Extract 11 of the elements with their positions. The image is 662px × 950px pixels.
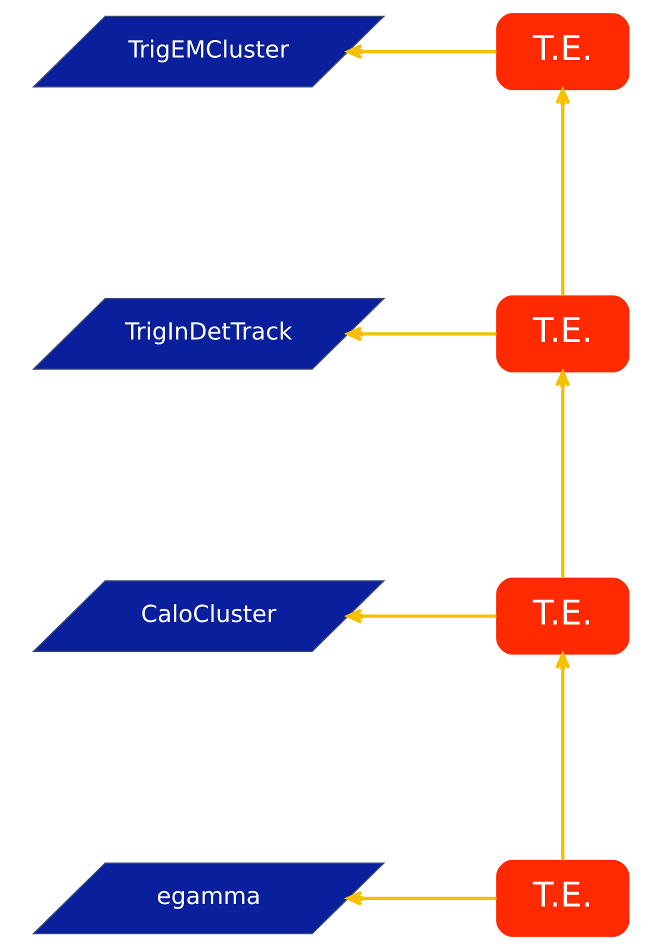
arrow: [346, 890, 496, 906]
arrow: [555, 88, 570, 296]
arrow: [346, 608, 496, 624]
node-box: T.E.: [496, 860, 630, 937]
node-box: T.E.: [496, 295, 630, 372]
arrow: [555, 370, 570, 578]
arrow: [346, 326, 496, 342]
arrow: [555, 652, 570, 860]
node-box: T.E.: [496, 13, 630, 90]
arrow: [346, 44, 496, 60]
node-box: T.E.: [496, 578, 630, 655]
